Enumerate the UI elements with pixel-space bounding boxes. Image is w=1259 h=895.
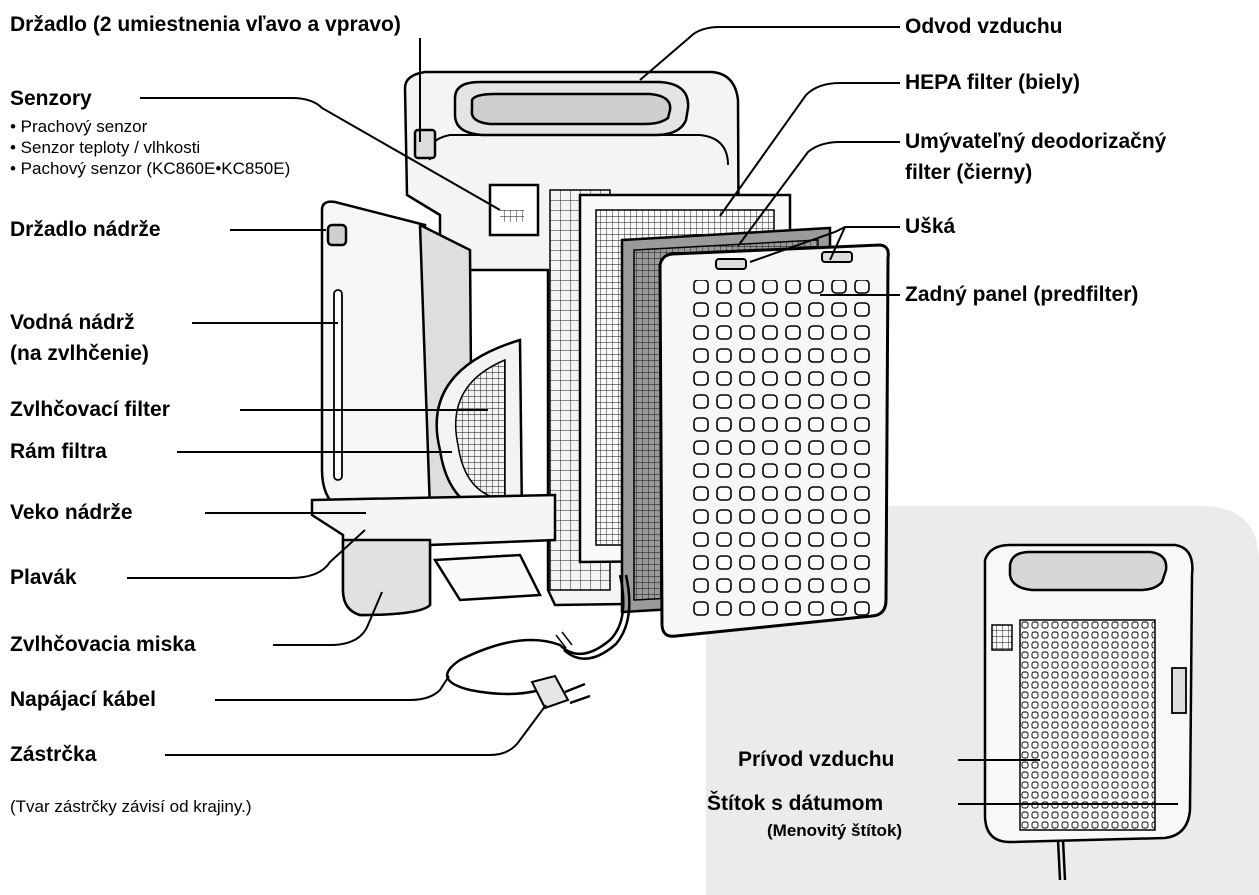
inset-unit	[983, 543, 1194, 881]
label-humidifying-tray: Zvlhčovacia miska	[10, 633, 196, 656]
label-air-outlet: Odvod vzduchu	[905, 15, 1063, 38]
label-tabs: Ušká	[905, 215, 956, 238]
humidifying-filter	[435, 338, 524, 522]
sensor-item: • Senzor teploty / vlhkosti	[10, 138, 201, 157]
label-plug: Zástrčka	[10, 743, 97, 766]
humidifying-tray	[310, 493, 557, 617]
plug	[530, 674, 591, 710]
label-hepa-filter: HEPA filter (biely)	[905, 71, 1081, 94]
label-deodorizing-filter-sub: filter (čierny)	[905, 161, 1033, 184]
plug-note: (Tvar zástrčky závisí od krajiny.)	[10, 797, 252, 816]
label-humidifying-filter: Zvlhčovací filter	[10, 398, 170, 421]
power-cord	[446, 574, 631, 696]
sensor-item: • Prachový senzor	[10, 117, 148, 136]
sensor-item: • Pachový senzor (KC860E•KC850E)	[10, 159, 291, 178]
label-back-panel: Zadný panel (predfilter)	[905, 283, 1139, 306]
label-float: Plavák	[10, 566, 77, 589]
label-power-cord: Napájací kábel	[10, 688, 156, 711]
leader-lines	[127, 26, 1178, 805]
label-filter-frame: Rám filtra	[10, 440, 107, 463]
label-water-tank: Vodná nádrž	[10, 311, 135, 334]
label-date-plate: Štítok s dátumom	[707, 792, 884, 815]
label-tank-cap: Veko nádrže	[10, 501, 133, 524]
label-water-tank-sub: (na zvlhčenie)	[10, 342, 149, 365]
label-tank-handle: Držadlo nádrže	[10, 218, 161, 241]
label-rating-plate: (Menovitý štítok)	[767, 821, 903, 840]
label-sensors: Senzory	[10, 87, 92, 110]
back-panel	[658, 243, 890, 638]
label-air-inlet: Prívod vzduchu	[738, 748, 895, 771]
side-handle	[413, 128, 437, 160]
label-deodorizing-filter: Umývateľný deodorizačný	[905, 130, 1167, 153]
label-handle: Držadlo (2 umiestnenia vľavo a vpravo)	[10, 13, 401, 36]
